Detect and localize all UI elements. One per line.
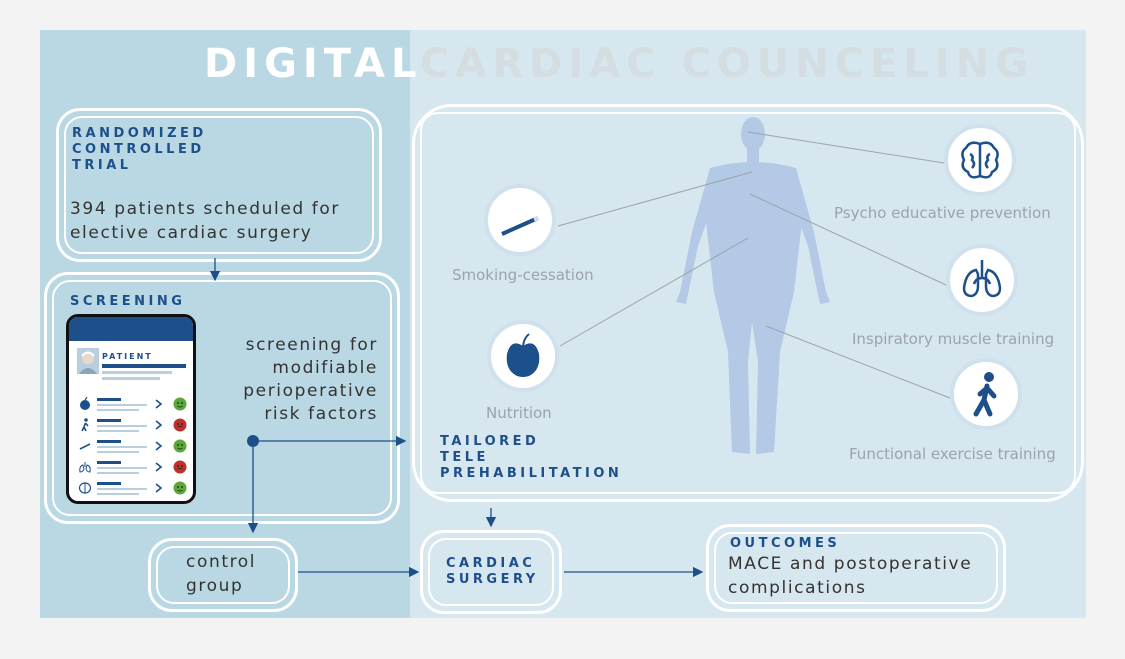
branch-point-dot [247,435,259,447]
row-bar [97,409,139,411]
status-red-icon [173,460,187,474]
control-group-box [148,538,298,612]
cigarette-icon [501,216,539,236]
row-bar [97,493,139,495]
row-bar [97,451,139,453]
walker-icon-circle [950,358,1022,430]
chevron-right-icon [155,420,163,430]
tailored-heading-line-1: TAILORED [440,434,540,449]
status-green-icon [173,481,187,495]
screening-text-line-2: modifiable [272,358,378,378]
row-bar [97,467,147,469]
walker-icon [973,372,997,417]
tablet-info-bar [102,371,172,374]
title-part-2: CARDIAC COUNCELING [420,41,1035,87]
control-text-line-1: control [186,552,257,572]
nutrition-label: Nutrition [486,404,552,422]
tailored-heading-line-2: TELE [440,450,489,465]
screening-box [44,272,400,524]
cigarette-icon [79,443,91,450]
status-green-icon [173,439,187,453]
row-bar [97,430,139,432]
tailored-heading-line-3: PREHABILITATION [440,466,623,481]
row-bar [97,461,121,464]
tablet-name-bar [102,364,186,368]
tablet-info-bar [102,377,160,380]
row-bar [97,419,121,422]
control-text-line-2: group [186,576,244,596]
tablet-row [69,395,193,413]
tablet-patient-label: PATIENT [102,352,153,361]
outcomes-text-line-2: complications [728,578,867,598]
inspiratory-muscle-label: Inspiratory muscle training [852,330,1055,348]
tablet-row [69,479,193,497]
cardiac-surgery-box [420,530,562,614]
status-red-icon [173,418,187,432]
trial-heading-line-1: RANDOMIZED [72,126,207,141]
outcomes-box [706,524,1006,612]
surgery-heading-line-1: CARDIAC [446,556,536,571]
screening-text-line-1: screening for [245,335,378,355]
row-bar [97,440,121,443]
row-bar [97,482,121,485]
lungs-icon [962,260,1002,298]
brain-icon [961,141,999,179]
nutrition-icon-circle [487,320,559,392]
lungs-icon-circle [946,244,1018,316]
row-bar [97,404,147,406]
row-bar [97,398,121,401]
tablet-row [69,416,193,434]
row-bar [97,425,147,427]
smoking-cessation-label: Smoking-cessation [452,266,594,284]
outcomes-heading: OUTCOMES [730,536,841,551]
trial-text-line-2: elective cardiac surgery [70,223,313,243]
apple-icon [506,333,540,377]
chevron-right-icon [155,399,163,409]
brain-icon-circle [944,124,1016,196]
tablet-row [69,437,193,455]
surgery-heading-line-2: SURGERY [446,572,539,587]
screening-text-line-3: perioperative [243,381,378,401]
human-body-icon [676,117,830,454]
tablet-header-bar [69,317,193,341]
trial-box [56,108,382,262]
status-green-icon [173,397,187,411]
prehabilitation-box [412,104,1084,502]
row-bar [97,488,147,490]
patient-avatar-icon [77,348,99,374]
walker-icon [81,418,89,432]
brain-icon [78,482,92,494]
smoking-icon-circle [484,184,556,256]
outcomes-text-line-1: MACE and postoperative [728,554,973,574]
tablet-row [69,458,193,476]
title-part-1: DIGITAL [204,41,423,87]
chevron-right-icon [155,462,163,472]
trial-heading-line-3: TRIAL [72,158,132,173]
apple-icon [80,397,90,410]
patient-tablet: PATIENT [66,314,196,504]
lungs-icon [79,462,91,473]
trial-heading-line-2: CONTROLLED [72,142,205,157]
screening-text-line-4: risk factors [264,404,378,424]
row-bar [97,446,147,448]
trial-text-line-1: 394 patients scheduled for [70,199,340,219]
psycho-educative-label: Psycho educative prevention [834,204,1051,222]
chevron-right-icon [155,483,163,493]
row-bar [97,472,139,474]
screening-heading: SCREENING [70,294,186,309]
functional-exercise-label: Functional exercise training [849,445,1056,463]
chevron-right-icon [155,441,163,451]
